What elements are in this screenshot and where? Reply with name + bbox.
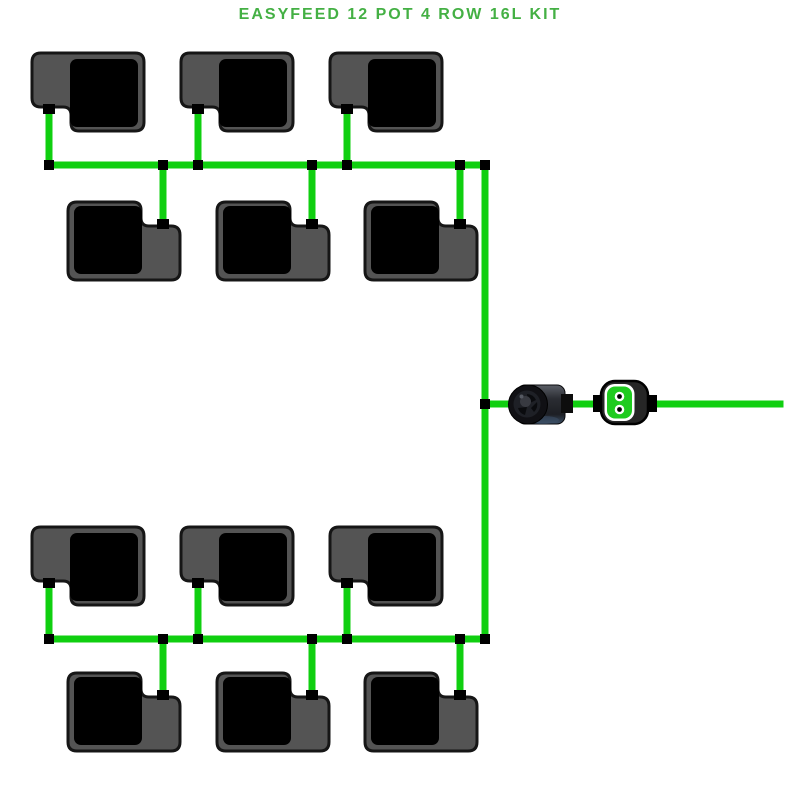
pump-outlet-fitting [561,394,573,413]
pot-tube-r3c1 [45,579,53,643]
pump-hub-highlight [519,394,524,399]
pot-tube-r4c2 [308,639,316,697]
tee-connector [44,160,54,170]
tee-connector [193,634,203,644]
manifold-tube-top [45,161,489,169]
pump-impeller-blades [518,394,538,415]
tee-connector [158,634,168,644]
tee-connectors [44,160,490,644]
tee-connector [193,160,203,170]
page-title: EASYFEED 12 POT 4 ROW 16L KIT [239,6,562,23]
elbow-connector [480,160,490,170]
valve-port-bottom-hole [617,407,622,412]
tee-connector [455,160,465,170]
pump-hub [520,396,531,407]
pot-tube-r1c2 [194,105,202,169]
pot-tube-r3c3 [343,579,351,643]
pots [30,51,479,753]
pot-tube-r2c2 [308,165,316,226]
valve-face-green [607,386,632,419]
elbow-connector [480,634,490,644]
pot-tube-r3c2 [194,579,202,643]
tubing-network [45,105,784,697]
pot-tube-r1c1 [45,105,53,169]
inline-pump-icon [508,384,573,425]
pot-tube-r2c3 [456,165,464,226]
manifold-tube-bottom [45,635,489,643]
tee-connector [44,634,54,644]
tee-connector [342,634,352,644]
tee-connector [342,160,352,170]
main-tee-connector [480,399,490,409]
tee-connector [455,634,465,644]
valve-port-top-hole [617,394,622,399]
dual-port-valve-icon [593,379,657,426]
pot-tube-r4c1 [159,639,167,697]
tee-connector [307,634,317,644]
tee-connector [158,160,168,170]
pot-tube-r2c1 [159,165,167,226]
tee-connector [307,160,317,170]
pot-tube-r1c3 [343,105,351,169]
pot-tube-r4c3 [456,639,464,697]
